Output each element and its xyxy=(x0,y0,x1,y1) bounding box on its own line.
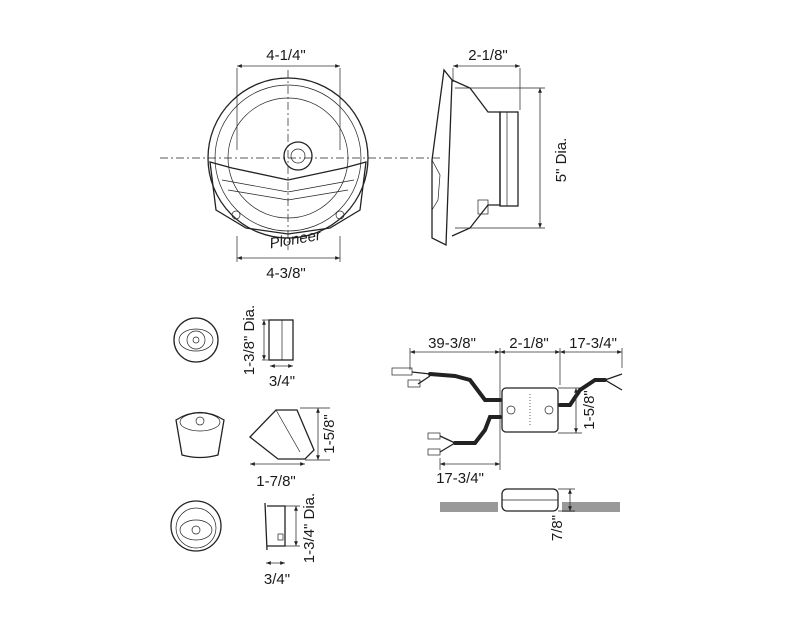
main-speaker-front-view: Pioneer 4-1/4" 4-3/8" xyxy=(160,47,440,282)
front-width-top-label: 4-1/4" xyxy=(266,47,306,64)
tweeter-flush-diameter-label: 1-3/8" Dia. xyxy=(241,305,258,375)
diameter-label: 5" Dia. xyxy=(553,138,570,183)
tweeter-angle-height-label: 1-5/8" xyxy=(321,414,338,454)
output-length-label: 17-3/4" xyxy=(569,335,617,352)
front-width-bottom-label: 4-3/8" xyxy=(266,265,306,282)
box-height-label: 1-5/8" xyxy=(581,390,598,430)
box-width-label: 2-1/8" xyxy=(509,335,549,352)
bundled-wire-right xyxy=(562,502,620,512)
bundled-wire-left xyxy=(440,502,498,512)
tweeter-surface-mount: 1-3/4" Dia. 3/4" xyxy=(170,493,318,588)
side-depth-label: 2-1/8" xyxy=(468,47,508,64)
box-thickness-label: 7/8" xyxy=(549,515,566,541)
tweeter-flush-mount: 1-3/8" Dia. 3/4" xyxy=(173,305,295,390)
crossover-network: 39-3/8" 2-1/8" 17-3/4" 1-5/8" 17-3/4" xyxy=(391,335,623,541)
tweeter-angle-mount: 1-5/8" 1-7/8" xyxy=(175,407,338,490)
tweeter-flush-depth-label: 3/4" xyxy=(269,373,295,390)
input-length-label: 39-3/8" xyxy=(428,335,476,352)
main-speaker-side-view: 2-1/8" 5" Dia. xyxy=(431,47,570,247)
tweeter-surface-diameter-label: 1-3/4" Dia. xyxy=(301,493,318,563)
lower-lead-length-label: 17-3/4" xyxy=(436,470,484,487)
tweeter-angle-width-label: 1-7/8" xyxy=(256,473,296,490)
tweeter-surface-depth-label: 3/4" xyxy=(264,571,290,588)
